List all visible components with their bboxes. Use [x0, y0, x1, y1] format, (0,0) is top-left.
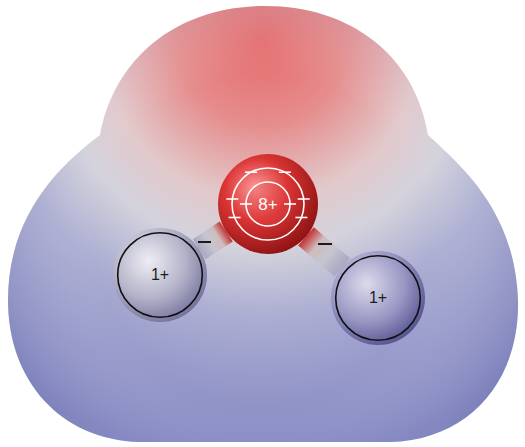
charge-label: 1+ — [151, 267, 169, 283]
charge-label: 8+ — [258, 196, 277, 213]
electron-shell — [232, 168, 304, 240]
hydrogen-atom: 1+ — [113, 228, 207, 322]
atom-outline — [118, 233, 203, 318]
electron-mark — [226, 198, 238, 200]
covalent-bond — [199, 231, 226, 249]
bond-electron — [198, 241, 211, 243]
electron-mark — [295, 217, 307, 219]
charge-label: 1+ — [369, 290, 387, 306]
electron-mark — [229, 217, 241, 219]
bond-electron — [318, 243, 332, 245]
oxygen-atom: 8+ — [218, 154, 318, 254]
atom-outline — [336, 256, 421, 341]
covalent-bond — [306, 236, 342, 267]
sphere-fill — [113, 228, 207, 322]
hydrogen-atom: 1+ — [331, 251, 425, 345]
electron-mark — [245, 171, 257, 173]
nucleus-ring — [246, 182, 290, 226]
sphere-fill — [218, 154, 318, 254]
electron-mark — [284, 203, 296, 205]
potential-shading — [8, 6, 518, 442]
electron-mark — [240, 203, 252, 205]
sphere-fill — [331, 251, 425, 345]
electron-mark — [279, 171, 291, 173]
potential-blob — [8, 6, 518, 442]
electron-mark — [298, 198, 310, 200]
